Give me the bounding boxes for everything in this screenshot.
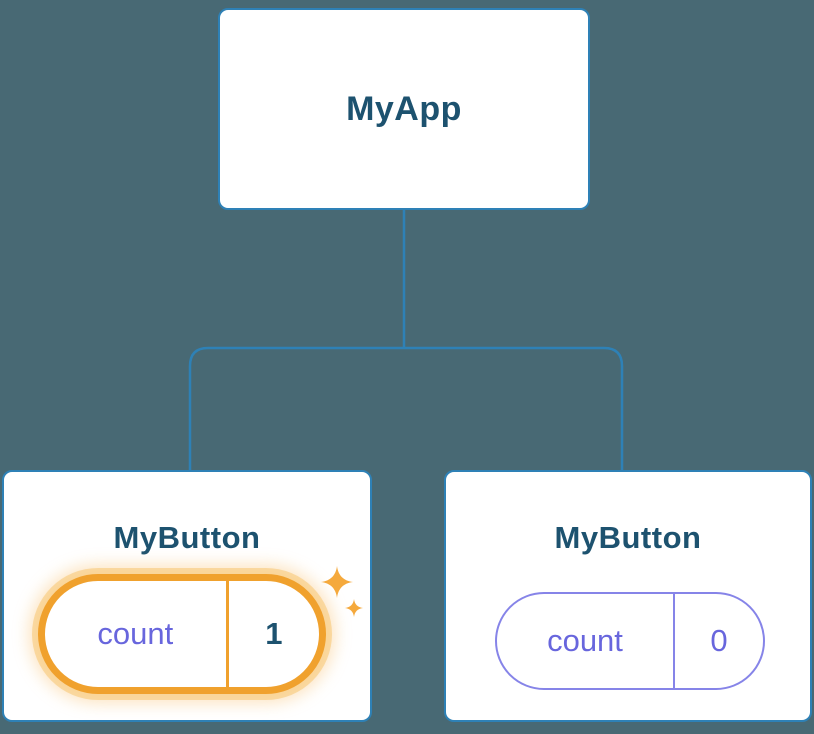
state-value: 0	[710, 623, 728, 658]
state-pill: count 0	[495, 592, 765, 690]
child-node-label: MyButton	[113, 520, 261, 555]
tree-node-mybutton-right: MyButton count 0	[444, 470, 812, 722]
pill-divider	[673, 594, 675, 688]
sparkles-icon	[321, 566, 363, 617]
tree-node-root: MyApp	[218, 8, 590, 210]
state-value: 1	[265, 616, 283, 651]
state-key-label: count	[547, 623, 623, 658]
tree-node-mybutton-left: MyButton count 1	[2, 470, 372, 722]
pill-divider	[225, 581, 229, 687]
state-pill-highlighted: count 1	[38, 574, 326, 694]
state-key-label: count	[97, 616, 174, 651]
child-node-label: MyButton	[554, 520, 702, 555]
root-node-label: MyApp	[346, 89, 462, 128]
